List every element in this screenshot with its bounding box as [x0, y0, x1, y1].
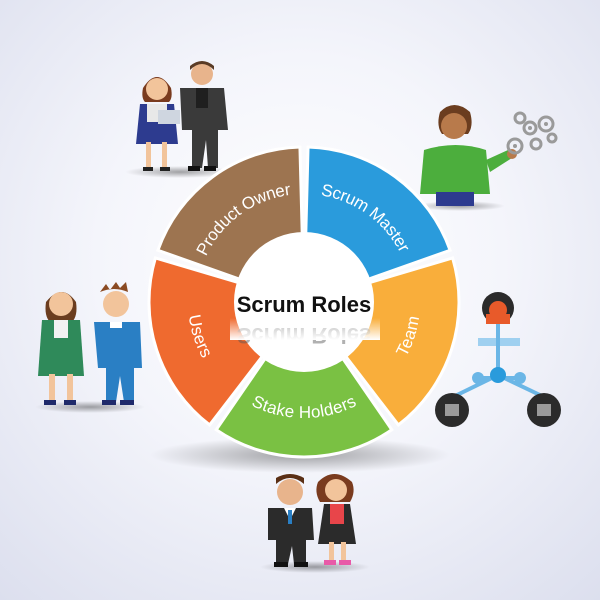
- team-network-icon: [435, 292, 561, 427]
- reflection-fade: [230, 318, 380, 340]
- stake-holders-people-icon: [268, 474, 356, 567]
- product-owner-people-icon: [136, 61, 228, 171]
- center-title: Scrum Roles: [237, 292, 372, 317]
- users-people-icon: [38, 282, 142, 405]
- scrum-master-person-with-gears-icon: [420, 105, 558, 206]
- figure-shadow: [35, 401, 145, 413]
